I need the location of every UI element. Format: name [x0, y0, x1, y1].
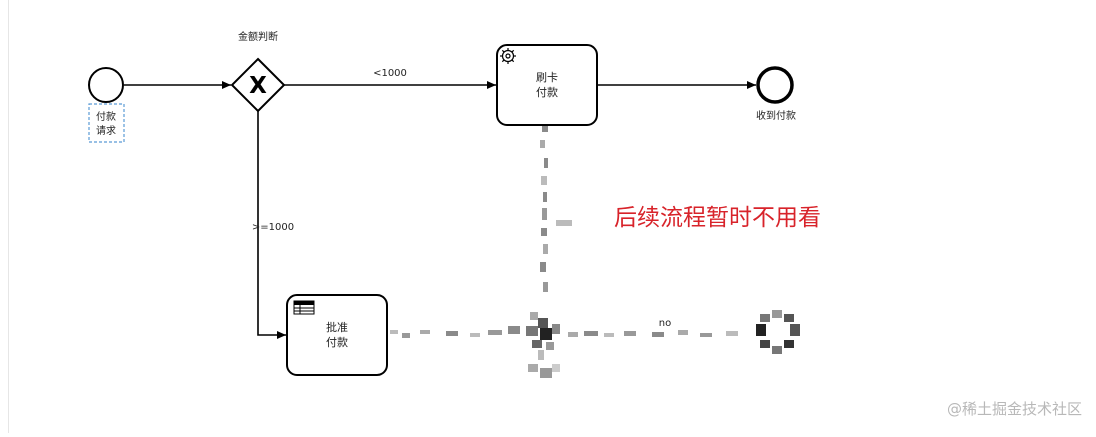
flow-label-lt-1000: <1000 — [373, 68, 407, 79]
pixelated-region — [390, 126, 800, 378]
table-icon — [293, 300, 315, 315]
start-event-label-line2: 请求 — [96, 124, 116, 137]
exclusive-gateway[interactable] — [230, 57, 286, 113]
gear-icon — [500, 48, 516, 64]
end-event[interactable] — [756, 66, 794, 104]
annotation-note: 后续流程暂时不用看 — [614, 205, 821, 231]
gateway-label: 金额判断 — [238, 30, 278, 43]
flow-label-ge-1000: >=1000 — [252, 222, 294, 233]
watermark: @稀土掘金技术社区 — [947, 400, 1082, 418]
task-approve-label-line2: 付款 — [326, 335, 348, 349]
gateway-x-marker: X — [249, 73, 267, 99]
start-event[interactable] — [88, 67, 124, 103]
task-card-label-line1: 刷卡 — [536, 71, 558, 84]
canvas-left-border — [8, 0, 9, 433]
flow-gateway-to-approve[interactable] — [257, 111, 286, 339]
task-approve-payment[interactable] — [286, 294, 388, 376]
task-approve-label-line1: 批准 — [326, 320, 348, 334]
task-card-label-line2: 付款 — [536, 85, 558, 99]
task-card-payment[interactable] — [496, 44, 598, 126]
start-event-label-selection[interactable] — [88, 103, 125, 143]
flow-label-no: no — [659, 318, 671, 329]
end-event-label: 收到付款 — [756, 109, 796, 122]
start-event-label-line1: 付款 — [96, 110, 116, 123]
